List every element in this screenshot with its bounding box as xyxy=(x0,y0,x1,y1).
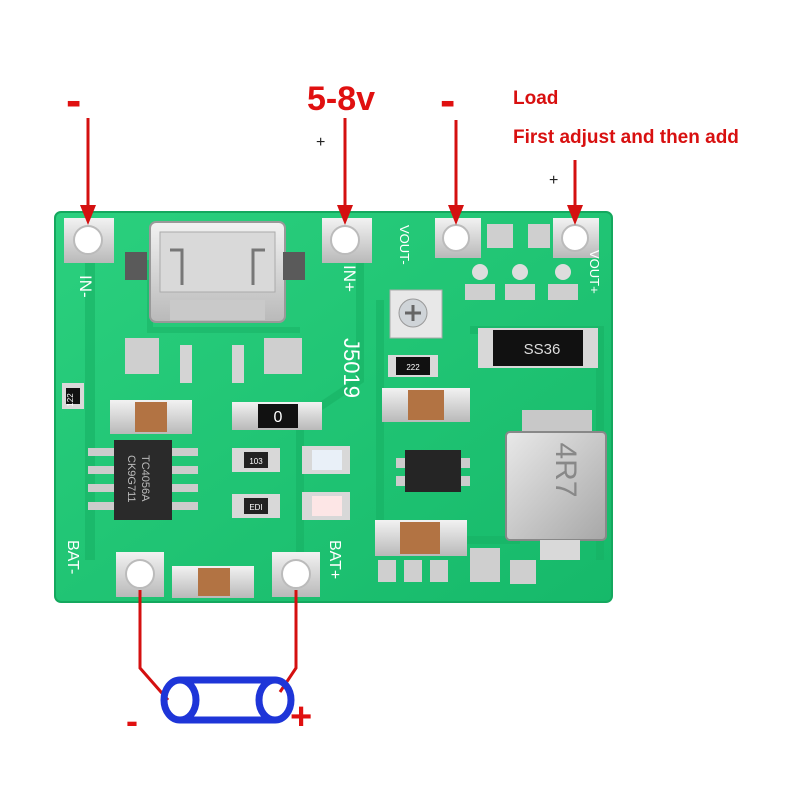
resistor-122 xyxy=(62,383,84,409)
label-voltage: 5-8v xyxy=(307,80,376,118)
label-in-plus: + xyxy=(316,134,326,151)
battery-icon xyxy=(160,676,295,724)
resistor-222-label: 222 xyxy=(406,363,420,372)
silk-in-plus: IN+ xyxy=(340,265,359,292)
arrow-in-plus xyxy=(337,118,353,225)
label-battery-minus: - xyxy=(126,700,138,741)
smd-pads xyxy=(125,338,302,383)
pad-bat-plus xyxy=(272,552,320,597)
charger-ic-label-1: TC4056A xyxy=(139,455,151,502)
inductor-label: 4R7 xyxy=(549,442,582,497)
transistors xyxy=(465,224,578,300)
diode-ss36 xyxy=(478,328,598,368)
silk-vout-plus: VOUT+ xyxy=(587,250,602,294)
label-out-minus: - xyxy=(440,74,456,126)
diode-label: SS36 xyxy=(524,341,561,358)
label-battery-plus: + xyxy=(290,696,313,738)
led-label-1: 103 xyxy=(249,457,263,466)
pad-in-minus xyxy=(64,218,114,263)
resistor-122-label: 122 xyxy=(66,393,75,407)
charger-ic xyxy=(88,440,198,520)
pad-vout-plus xyxy=(553,218,599,258)
silk-in-minus: IN- xyxy=(76,275,95,298)
potentiometer xyxy=(389,289,443,339)
silk-bat-minus: BAT- xyxy=(64,540,81,574)
silk-vout-minus: VOUT- xyxy=(397,225,412,265)
arrow-vout-plus xyxy=(567,160,583,225)
capacitor-small-label: 0 xyxy=(274,409,283,426)
arrow-in-minus xyxy=(80,118,96,225)
inductor xyxy=(505,410,607,541)
resistor-222 xyxy=(388,355,438,377)
pad-in-plus xyxy=(322,218,372,263)
capacitor-1 xyxy=(110,400,192,434)
boost-ic xyxy=(396,450,470,492)
label-load-title: Load xyxy=(513,88,559,109)
led-pads xyxy=(232,446,350,520)
capacitor-3 xyxy=(375,520,580,584)
pad-vout-minus xyxy=(435,218,481,258)
arrow-vout-minus xyxy=(448,120,464,225)
pad-bat-minus xyxy=(116,552,164,597)
label-in-minus: - xyxy=(66,74,82,126)
capacitor-2 xyxy=(382,388,470,422)
led-label-2: EDI xyxy=(249,503,262,512)
label-load-note: First adjust and then add xyxy=(513,127,739,148)
silk-bat-plus: BAT+ xyxy=(326,540,343,579)
capacitor-bottom xyxy=(172,566,254,598)
micro-usb-port xyxy=(125,221,305,323)
capacitor-small xyxy=(232,402,322,430)
label-out-plus: + xyxy=(549,172,559,189)
silk-model: J5019 xyxy=(339,338,364,398)
charger-ic-label-2: CK9G711 xyxy=(125,455,137,503)
